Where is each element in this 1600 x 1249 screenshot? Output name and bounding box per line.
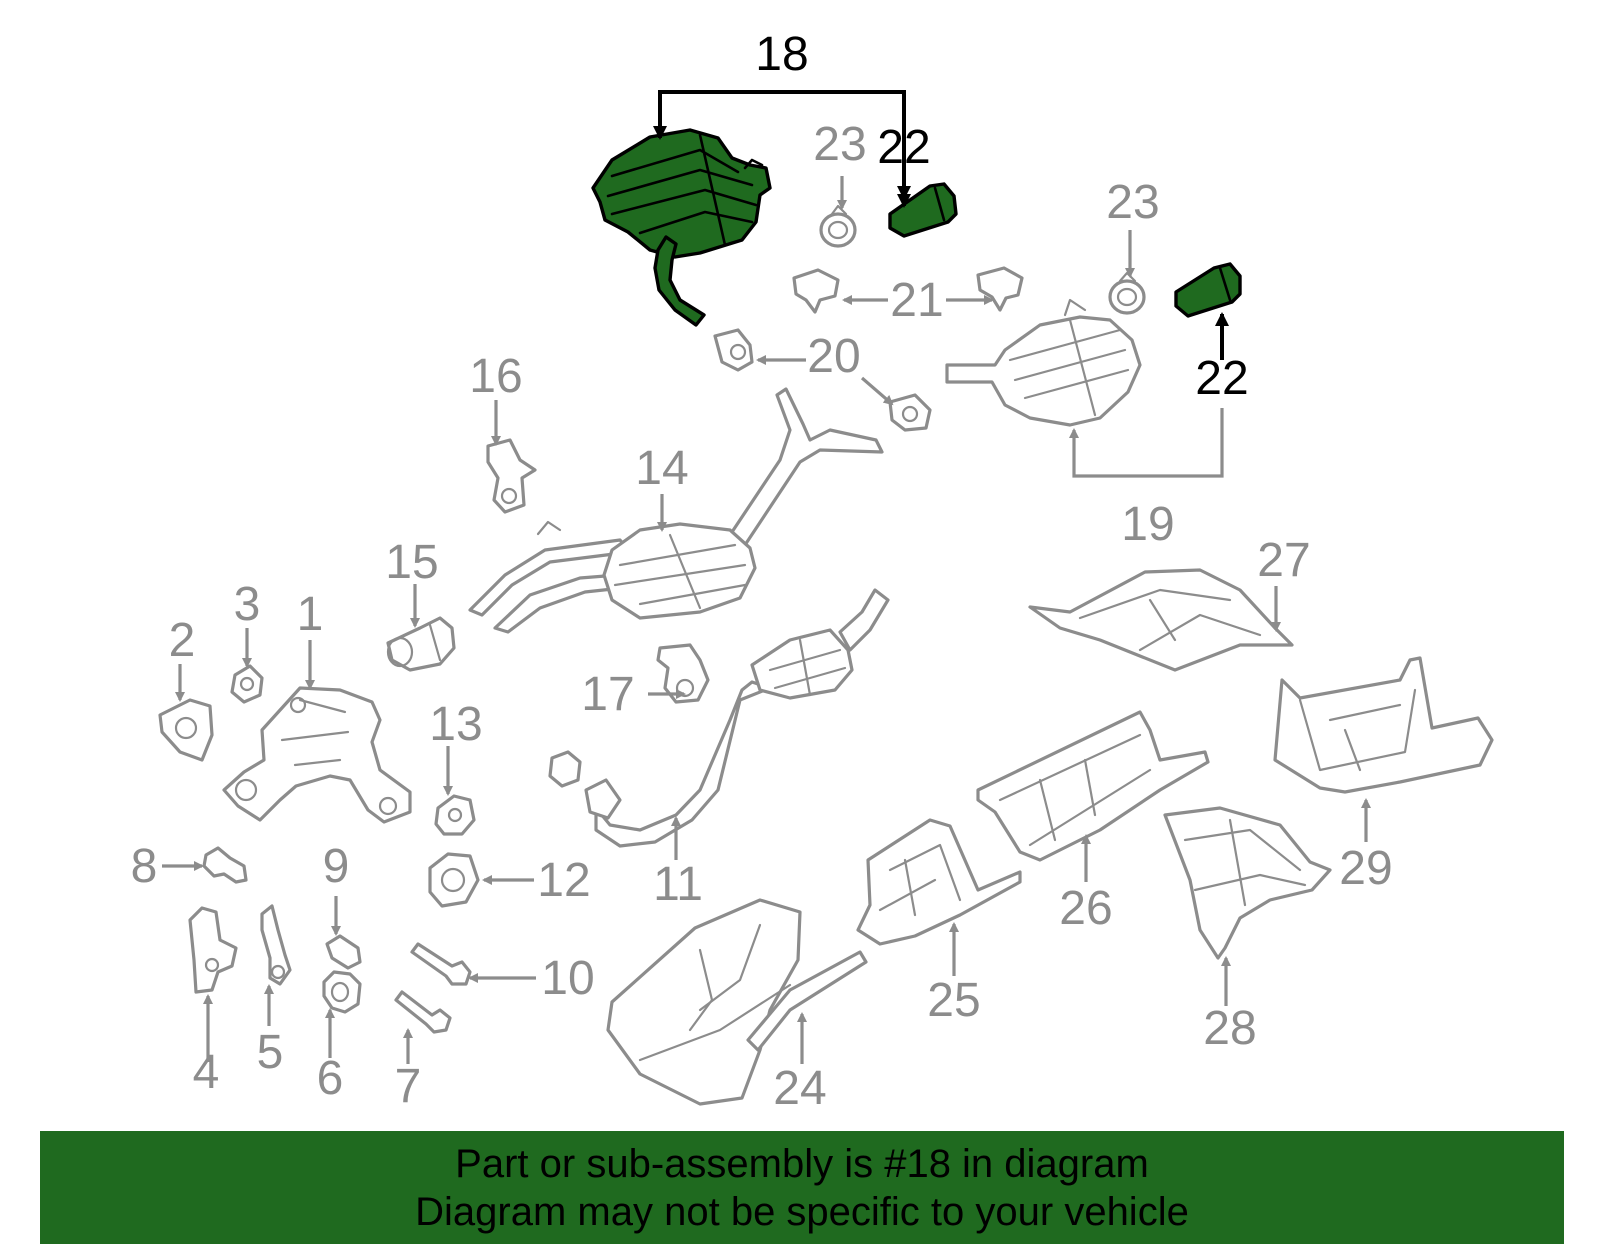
clamp-23-left	[819, 204, 857, 248]
label-29: 29	[1339, 842, 1392, 895]
label-10: 10	[541, 952, 594, 1005]
gasket-2	[158, 698, 214, 762]
part-number-labels: 18 22 22 23 23 21 20 19 16 14 15 27 3 1 …	[131, 28, 1393, 1115]
label-13: 13	[429, 698, 482, 751]
label-23-left: 23	[813, 118, 866, 171]
label-19: 19	[1121, 498, 1174, 551]
bushing-6	[322, 970, 362, 1014]
label-16: 16	[469, 350, 522, 403]
label-20: 20	[807, 330, 860, 383]
catalyst-pipe-11	[548, 588, 890, 848]
hanger-20-left	[713, 328, 754, 372]
catalytic-converter-1	[222, 686, 412, 824]
label-27: 27	[1257, 534, 1310, 587]
label-9: 9	[323, 840, 350, 893]
exhaust-tip-22-left	[888, 182, 958, 238]
label-5: 5	[257, 1026, 284, 1079]
label-6: 6	[317, 1052, 344, 1105]
stud-9	[325, 934, 362, 970]
bracket-5	[260, 904, 292, 986]
clamp-23-right	[1108, 271, 1146, 315]
label-22-upper: 22	[877, 121, 930, 174]
hanger-20-right	[888, 393, 932, 432]
heat-shield-24	[606, 898, 868, 1106]
clamp-15	[386, 616, 456, 672]
label-26: 26	[1059, 882, 1112, 935]
label-4: 4	[193, 1046, 220, 1099]
nut-13	[434, 794, 476, 836]
label-24: 24	[773, 1062, 826, 1115]
label-12: 12	[537, 854, 590, 907]
banner-line-1: Part or sub-assembly is #18 in diagram	[455, 1141, 1149, 1186]
hanger-21-left	[792, 268, 840, 314]
label-22-lower: 22	[1195, 352, 1248, 405]
heat-shield-27	[1028, 568, 1294, 672]
bolt-7	[394, 990, 452, 1034]
label-2: 2	[169, 614, 196, 667]
label-3: 3	[234, 578, 261, 631]
bracket-4	[188, 906, 238, 994]
label-15: 15	[385, 536, 438, 589]
label-14: 14	[635, 442, 688, 495]
bolt-8	[202, 846, 248, 884]
label-1: 1	[297, 588, 324, 641]
heat-shield-26	[976, 710, 1210, 862]
label-23-right: 23	[1106, 176, 1159, 229]
bolt-10	[410, 942, 472, 986]
gasket-12	[428, 852, 480, 908]
label-25: 25	[927, 974, 980, 1027]
label-21: 21	[890, 274, 943, 327]
hanger-21-right	[976, 266, 1024, 312]
label-7: 7	[395, 1060, 422, 1113]
heat-shield-25	[856, 818, 1022, 946]
rear-muffler-18-highlighted	[591, 128, 772, 327]
bracket-16	[486, 438, 537, 514]
info-banner: Part or sub-assembly is #18 in diagram D…	[40, 1131, 1564, 1244]
label-17: 17	[581, 668, 634, 721]
heat-shield-28	[1163, 806, 1332, 960]
rear-muffler-19	[945, 298, 1142, 427]
label-18: 18	[755, 28, 808, 81]
leader-lines	[162, 90, 1371, 1064]
label-28: 28	[1203, 1002, 1256, 1055]
nut-3	[230, 664, 264, 704]
heat-shield-29	[1273, 656, 1494, 794]
center-pipe-14	[468, 387, 884, 634]
exhaust-tip-22-right	[1174, 262, 1242, 318]
label-8: 8	[131, 840, 158, 893]
label-11: 11	[653, 858, 703, 911]
banner-line-2: Diagram may not be specific to your vehi…	[415, 1189, 1189, 1234]
